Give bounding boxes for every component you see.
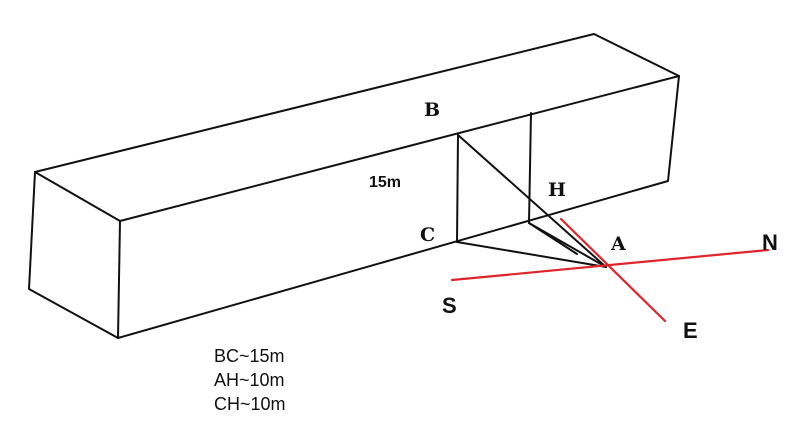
line-bc xyxy=(456,134,459,243)
direction-label-north: N xyxy=(762,230,778,255)
east-line xyxy=(559,217,667,323)
point-label-c: C xyxy=(420,224,435,246)
direction-label-east: E xyxy=(683,318,698,343)
line-c-to-a xyxy=(456,241,607,268)
point-label-h: H xyxy=(548,179,566,201)
building-end-face xyxy=(28,171,121,339)
point-label-a: A xyxy=(610,233,626,255)
note-bc: BC~15m xyxy=(214,346,285,366)
note-ah: AH~10m xyxy=(214,370,285,390)
north-south-line xyxy=(450,248,770,282)
line-h-to-a-upper xyxy=(528,222,578,255)
building-block xyxy=(28,33,680,339)
line-b-to-a xyxy=(457,134,607,268)
line-h-vertical xyxy=(528,112,532,224)
building-front-bottom-edge xyxy=(117,75,680,339)
point-label-b: B xyxy=(424,99,440,121)
measurement-notes: BC~15m AH~10m CH~10m xyxy=(214,346,286,414)
note-ch: CH~10m xyxy=(214,394,286,414)
building-top-face xyxy=(34,33,680,222)
length-label-bc: 15m xyxy=(369,174,401,191)
direction-label-south: S xyxy=(442,293,457,318)
